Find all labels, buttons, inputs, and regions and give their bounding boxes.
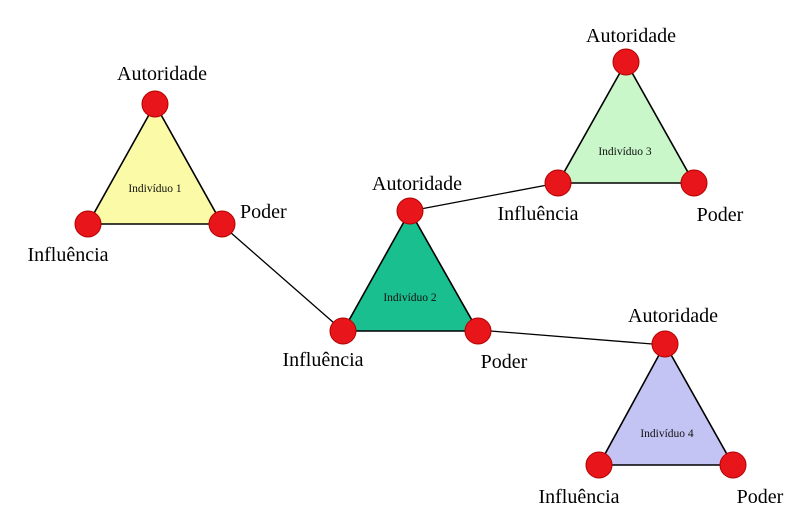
individual-1-influencia-label: Influência — [27, 244, 108, 266]
individual-4-autoridade-node — [651, 330, 679, 358]
individual-4-label: Indivíduo 4 — [640, 428, 694, 440]
individual-3-influencia-node — [544, 169, 572, 197]
connector-2-autoridade-to-3-influencia — [409, 182, 559, 212]
individual-4-triangle — [597, 342, 735, 466]
individual-3-autoridade-label: Autoridade — [586, 25, 676, 47]
individual-1-autoridade-label: Autoridade — [117, 63, 207, 85]
individual-3: Indivíduo 3 Autoridade Influência Poder — [497, 25, 743, 226]
individual-2-autoridade-label: Autoridade — [372, 173, 462, 195]
individual-3-label: Indivíduo 3 — [598, 146, 652, 158]
individual-1-autoridade-node — [141, 90, 169, 118]
individual-2-influencia-label: Influência — [282, 349, 363, 371]
individual-2-influencia-node — [329, 317, 357, 345]
individual-3-autoridade-node — [612, 48, 640, 76]
connector-1-poder-to-2-influencia — [221, 224, 343, 331]
connector-2-poder-to-4-autoridade — [477, 329, 666, 346]
individual-2-autoridade-node — [396, 197, 424, 225]
individual-3-influencia-label: Influência — [497, 203, 578, 225]
individual-4-influencia-label: Influência — [538, 486, 619, 508]
individual-1-influencia-node — [74, 210, 102, 238]
individual-1-poder-label: Poder — [240, 201, 287, 223]
individual-1-label: Indivíduo 1 — [128, 183, 182, 195]
individual-2: Indivíduo 2 Autoridade Influência Poder — [282, 173, 527, 373]
individual-4-influencia-node — [585, 451, 613, 479]
individual-1-triangle — [86, 102, 224, 225]
individual-2-poder-label: Poder — [481, 351, 528, 373]
individual-2-poder-node — [464, 317, 492, 345]
individual-1: Indivíduo 1 Autoridade Influência Poder — [27, 63, 287, 266]
individual-3-poder-label: Poder — [697, 204, 744, 226]
individual-4-poder-node — [719, 451, 747, 479]
individual-4: Indivíduo 4 Autoridade Influência Poder — [538, 305, 783, 508]
individual-3-triangle — [556, 60, 696, 184]
individual-2-label: Indivíduo 2 — [383, 292, 437, 304]
individual-3-poder-node — [680, 169, 708, 197]
individual-4-poder-label: Poder — [737, 486, 784, 508]
individual-2-triangle — [341, 209, 480, 332]
individual-4-autoridade-label: Autoridade — [628, 305, 718, 327]
individual-1-poder-node — [208, 210, 236, 238]
